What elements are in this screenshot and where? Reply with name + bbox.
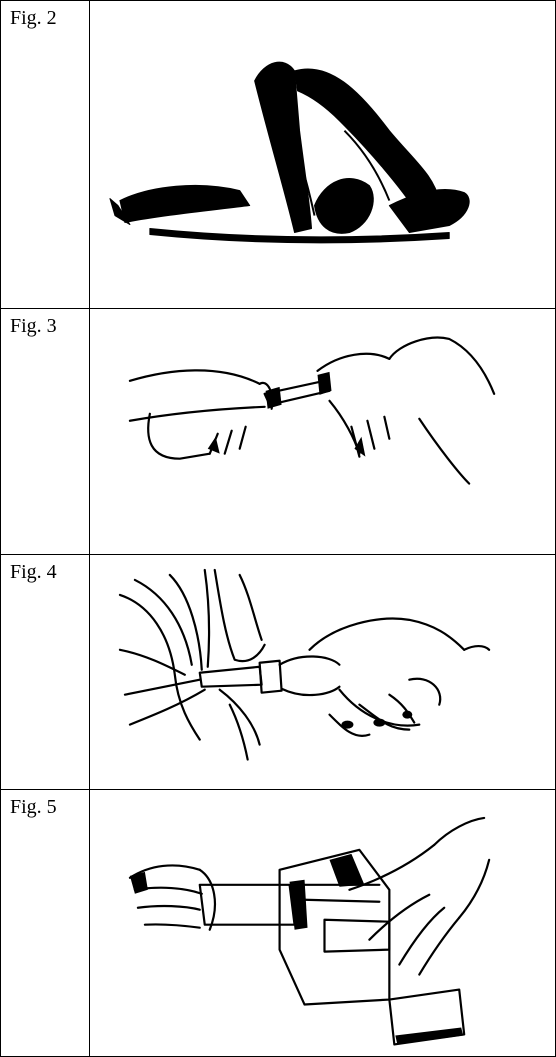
hands-opening-tube-icon — [90, 309, 555, 553]
figure-label-cell: Fig. 2 — [1, 1, 90, 309]
figure-row: Fig. 4 — [1, 554, 556, 789]
figure-label-cell: Fig. 3 — [1, 309, 90, 554]
figure-label: Fig. 4 — [1, 555, 89, 584]
figure-label-cell: Fig. 5 — [1, 790, 90, 1056]
figure-image-cell — [90, 1, 556, 309]
figure-row: Fig. 5 — [1, 790, 556, 1056]
figure-image-cell — [90, 554, 556, 789]
kneeling-head-down-position-icon — [90, 1, 555, 308]
figure-label: Fig. 5 — [1, 790, 89, 819]
figure-label: Fig. 3 — [1, 309, 89, 338]
figure-image-cell — [90, 790, 556, 1056]
figure-label: Fig. 2 — [1, 1, 89, 30]
applying-tube-to-rectum-icon — [90, 555, 555, 789]
hand-squeezing-tube-into-box-icon — [90, 790, 555, 1055]
figure-label-cell: Fig. 4 — [1, 554, 90, 789]
figure-image-cell — [90, 309, 556, 554]
figure-row: Fig. 2 — [1, 1, 556, 309]
figure-row: Fig. 3 — [1, 309, 556, 554]
